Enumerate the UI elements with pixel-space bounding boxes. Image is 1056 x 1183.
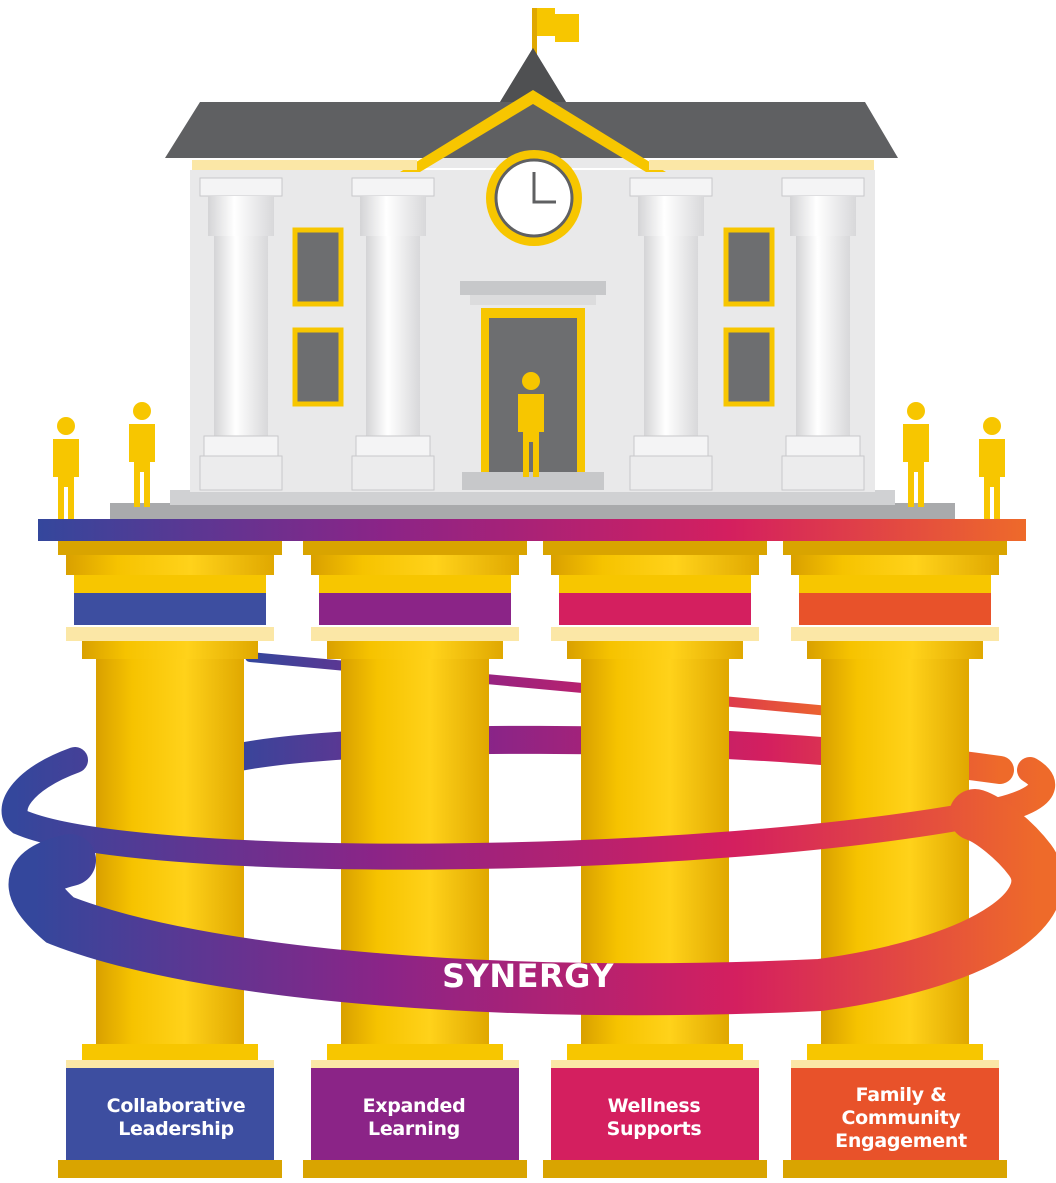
- pillar-label-wellness-supports: Wellness Supports: [606, 1094, 702, 1140]
- pillar-label-family-community-engagement: Family & Community Engagement: [835, 1083, 967, 1152]
- pillar-label-block: [66, 1068, 274, 1160]
- pillar-capital-top: [303, 541, 527, 555]
- pillar-cream-band: [66, 627, 274, 641]
- pillar-capital: [551, 555, 759, 575]
- building-base: [110, 503, 955, 519]
- pillar-base-ring: [567, 1044, 743, 1060]
- pillar-cream-band: [311, 627, 519, 641]
- flag-pole: [532, 8, 537, 58]
- person-icon: [979, 417, 1005, 522]
- pillar-capital: [311, 555, 519, 575]
- pillar-cream-band: [551, 627, 759, 641]
- pillar-base-ring: [82, 1044, 258, 1060]
- pillar-collaborative-leadership: [58, 541, 282, 1178]
- pillar-color-band: [319, 593, 511, 625]
- pillar-label-block: [551, 1068, 759, 1160]
- pillar-plinth: [303, 1160, 527, 1178]
- synergy-ring-front: [1, 747, 1056, 1016]
- pillar-plinth: [783, 1160, 1007, 1178]
- person-icon: [53, 417, 79, 522]
- pillar-base-ring: [807, 1044, 983, 1060]
- pillar-capital-top: [543, 541, 767, 555]
- pillar-plinth: [543, 1160, 767, 1178]
- pillar-capital: [66, 555, 274, 575]
- school-building: [110, 8, 955, 519]
- flag-icon: [537, 8, 579, 42]
- pillar-label-block: [791, 1068, 999, 1160]
- pillar-capital-top: [58, 541, 282, 555]
- windows: [292, 227, 775, 407]
- pillar-capital: [791, 555, 999, 575]
- pillar-label-expanded-learning: Expanded Learning: [362, 1094, 466, 1140]
- door-step: [462, 472, 604, 490]
- person-icon: [129, 402, 155, 507]
- gable-trim: [400, 90, 666, 172]
- pillar-base-ring: [327, 1044, 503, 1060]
- clock-icon: [486, 150, 582, 246]
- pillar-color-band: [559, 593, 751, 625]
- platform-strip: [38, 519, 1026, 541]
- building-columns: [199, 177, 865, 491]
- pillar-color-band: [74, 593, 266, 625]
- pillar-cream-band: [791, 627, 999, 641]
- pillar-plinth: [58, 1160, 282, 1178]
- person-icon: [903, 402, 929, 507]
- synergy-label: SYNERGY: [442, 957, 614, 995]
- pillar-capital-top: [783, 541, 1007, 555]
- door-lintel: [460, 281, 606, 295]
- pillar-label-block: [311, 1068, 519, 1160]
- pillar-color-band: [799, 593, 991, 625]
- pillar-label-collaborative-leadership: Collaborative Leadership: [106, 1094, 246, 1140]
